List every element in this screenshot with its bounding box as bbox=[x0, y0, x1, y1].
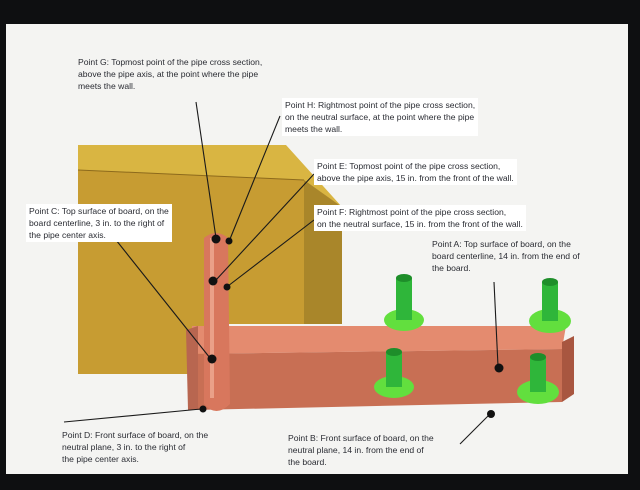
leader-line-b bbox=[459, 415, 489, 445]
point-f-marker bbox=[223, 283, 231, 291]
callout-point-g: Point G: Topmost point of the pipe cross… bbox=[78, 57, 263, 91]
board-left-face bbox=[186, 326, 198, 410]
leader-line-e bbox=[215, 173, 315, 281]
wall-edge-line bbox=[77, 169, 305, 181]
callout-point-c: Point C: Top surface of board, on the bo… bbox=[26, 204, 172, 242]
point-h-marker bbox=[225, 237, 233, 245]
leader-line-c bbox=[115, 239, 211, 359]
point-d-marker bbox=[199, 405, 207, 413]
leader-line-d bbox=[63, 408, 202, 423]
peg-front-left bbox=[374, 348, 414, 398]
point-b-marker bbox=[487, 410, 495, 418]
peg-front-right bbox=[517, 353, 559, 404]
point-g-marker bbox=[211, 234, 221, 244]
callout-point-f: Point F: Rightmost point of the pipe cro… bbox=[314, 205, 526, 231]
callout-point-b: Point B: Front surface of board, on the … bbox=[288, 433, 434, 467]
callout-point-e: Point E: Topmost point of the pipe cross… bbox=[314, 159, 517, 185]
board-front-face bbox=[191, 349, 562, 410]
pipe-highlight bbox=[210, 238, 214, 398]
point-c-marker bbox=[207, 354, 217, 364]
callout-point-a: Point A: Top surface of board, on the bo… bbox=[432, 239, 580, 273]
leader-lines bbox=[63, 101, 499, 445]
callout-point-h: Point H: Rightmost point of the pipe cro… bbox=[282, 98, 479, 136]
point-a-marker bbox=[494, 363, 504, 373]
peg-back-right bbox=[529, 278, 571, 333]
board-top-face bbox=[191, 326, 566, 354]
board-end-face bbox=[562, 336, 574, 402]
point-e-marker bbox=[208, 276, 218, 286]
leader-line-a bbox=[493, 281, 499, 367]
leader-line-h bbox=[229, 115, 281, 240]
pipe bbox=[204, 233, 230, 411]
leader-line-f bbox=[227, 219, 315, 287]
monitor-screen: Point G: Topmost point of the pipe cross… bbox=[6, 24, 628, 474]
callout-point-d: Point D: Front surface of board, on the … bbox=[62, 430, 209, 464]
peg-back-left bbox=[384, 274, 424, 331]
leader-line-g bbox=[195, 101, 217, 239]
